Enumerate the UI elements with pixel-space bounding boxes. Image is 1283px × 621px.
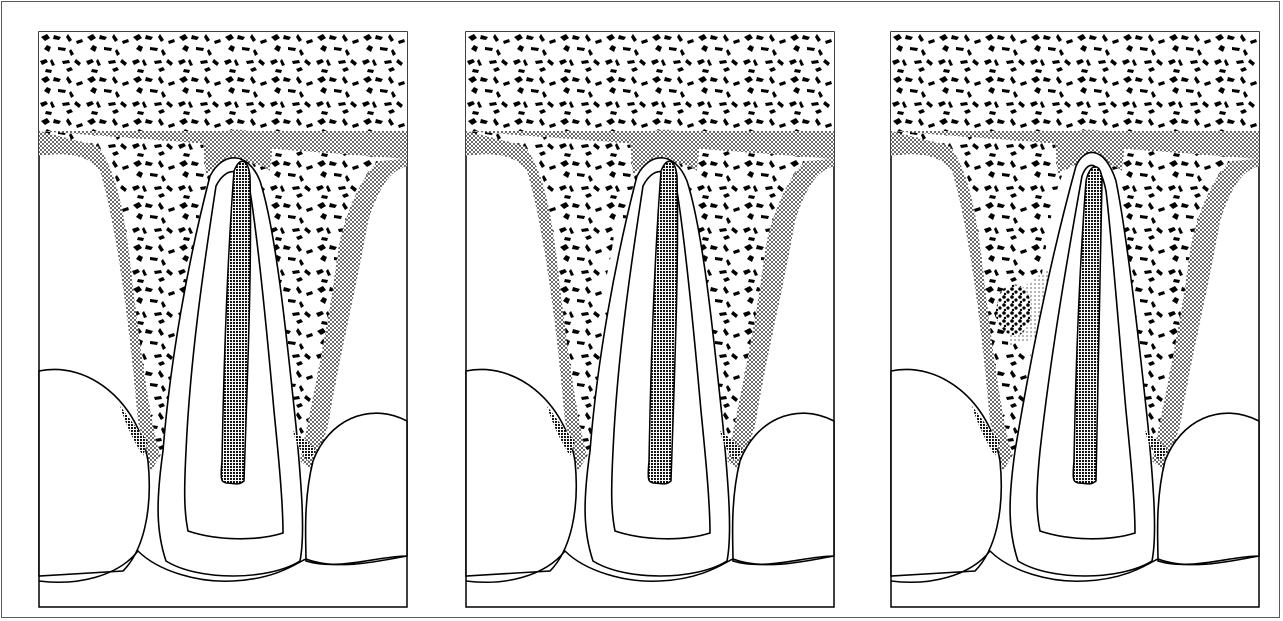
panel-3-illustration [890, 31, 1260, 608]
panel-2-illustration [465, 31, 835, 608]
panel-1-illustration [38, 31, 408, 608]
panel-3 [890, 31, 1260, 608]
panel-2 [465, 31, 835, 608]
panel-1 [38, 31, 408, 608]
